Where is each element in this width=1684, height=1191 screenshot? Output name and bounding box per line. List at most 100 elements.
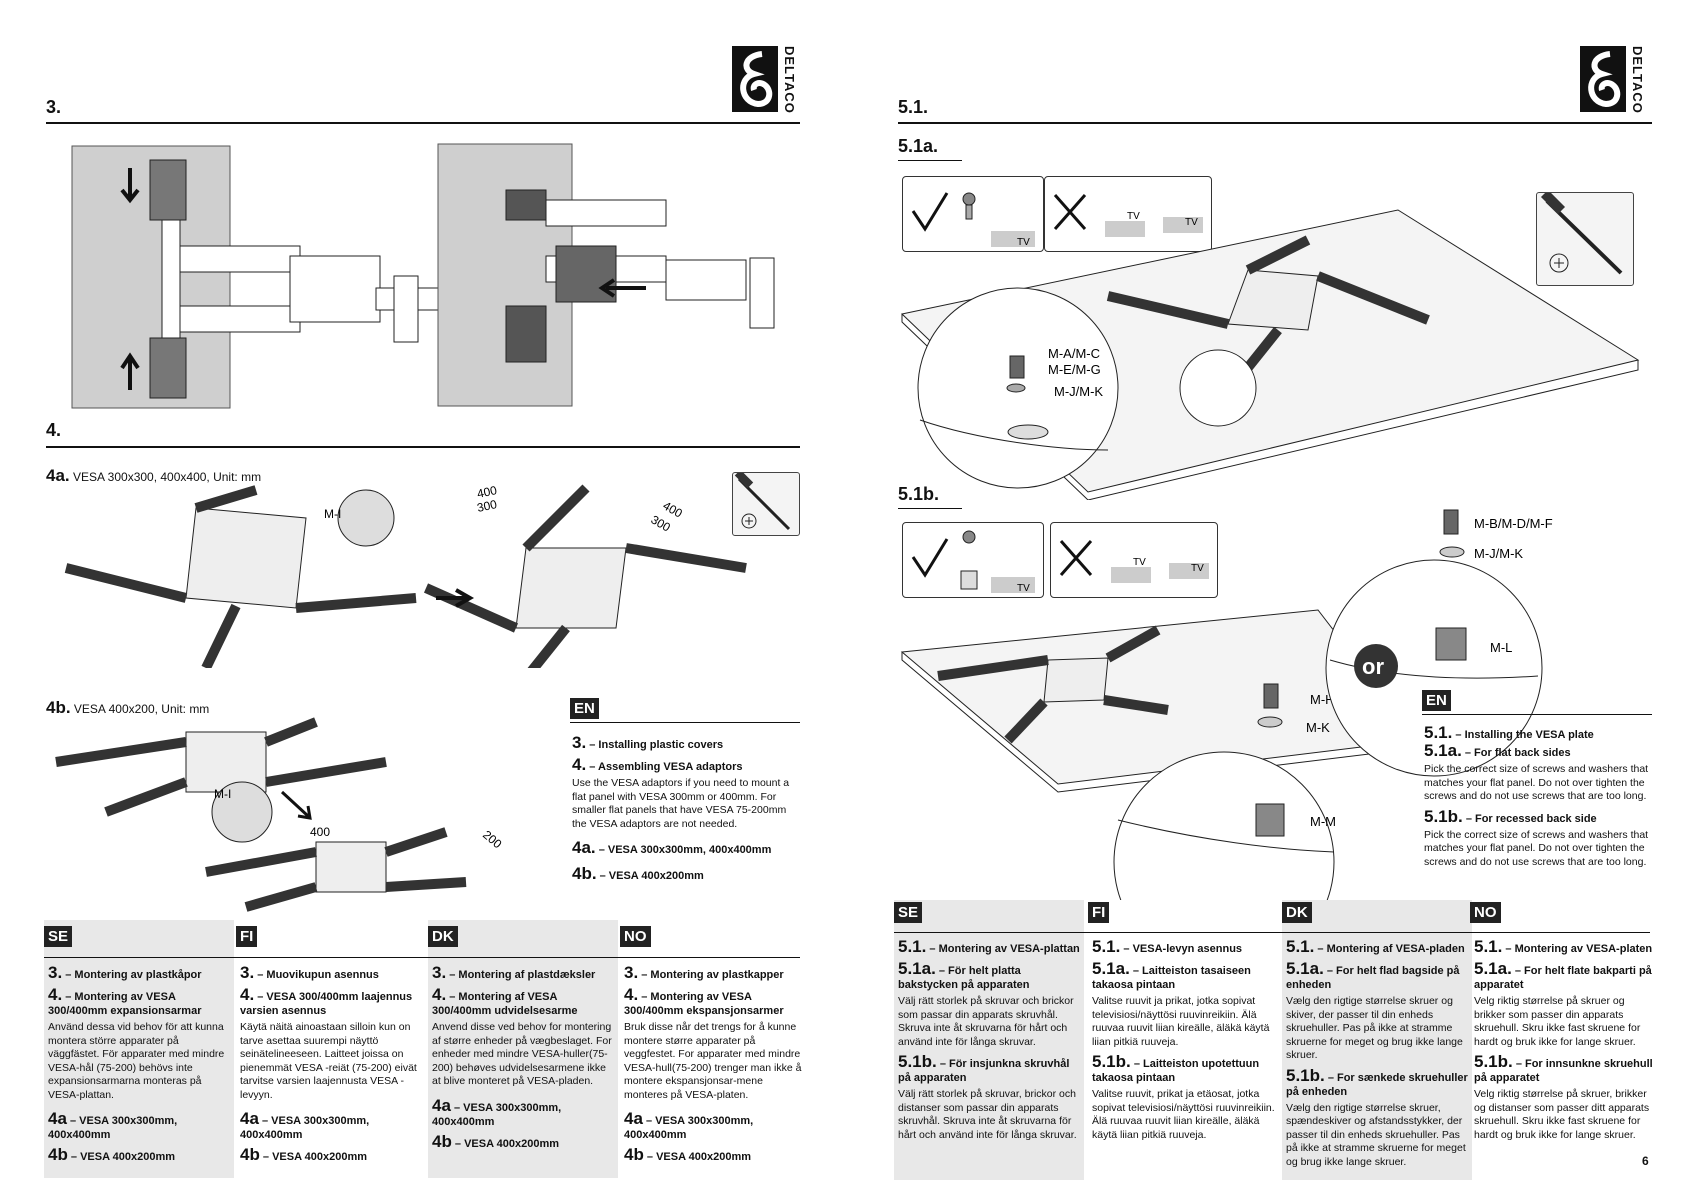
se-item-5-1a-body: Välj rätt storlek på skruvar och brickor… xyxy=(898,995,1074,1048)
dk-item-4b-num: 4b xyxy=(432,1131,452,1151)
or-label: or xyxy=(1362,654,1384,679)
en-item-4-title: – Assembling VESA adaptors xyxy=(589,761,743,773)
zoom-circle-m-h xyxy=(1113,751,1335,900)
screw-label-ma-mc: M-A/M-C xyxy=(1048,346,1100,361)
fi-item-4-body: Käytä näitä ainoastaan silloin kun on ta… xyxy=(240,1021,417,1101)
lang-column-se-right: SE 5.1. – Montering av VESA-plattan 5.1a… xyxy=(894,902,1084,1141)
figure-4a-caption: 4a. VESA 300x300, 400x400, Unit: mm xyxy=(46,466,261,486)
fi-item-5-1a-body: Valitse ruuvit ja prikat, jotka sopivat … xyxy=(1092,995,1270,1048)
section-5-1-rule xyxy=(898,122,1652,124)
lang-columns-rule-right xyxy=(894,932,1650,933)
screwdriver-icon xyxy=(732,469,800,536)
no-item-5-1b-title: – For innsunkne skruehull på apparatet xyxy=(1474,1058,1653,1084)
fi-tag-right: FI xyxy=(1088,902,1110,923)
no-text-left: 3. – Montering av plastkapper 4. – Monte… xyxy=(624,960,808,1164)
fi-item-5-1b-title: – Laitteiston upotettuun takaosa pintaan xyxy=(1092,1058,1260,1084)
dk-item-5-1-title: – Montering af VESA-pladen xyxy=(1317,943,1465,955)
page-number: 6 xyxy=(1642,1154,1649,1168)
washer-label-mj-mk: M-J/M-K xyxy=(1054,384,1103,399)
section-5-1a-rule xyxy=(898,160,962,161)
en-item-5-1-title: – Installing the VESA plate xyxy=(1455,729,1594,741)
se-item-4-title: – Montering av VESA 300/400mm expansions… xyxy=(48,991,202,1017)
en-item-5-1-num: 5.1. xyxy=(1424,723,1453,742)
fi-item-5-1a-title: – Laitteiston tasaiseen takaosa pintaan xyxy=(1092,965,1251,991)
fi-item-4b-num: 4b xyxy=(240,1145,260,1164)
lang-column-no-right: NO 5.1. – Montering av VESA-platen 5.1a.… xyxy=(1470,902,1660,1141)
no-item-5-1-title: – Montering av VESA-platen xyxy=(1505,943,1653,955)
se-item-3-num: 3. xyxy=(48,963,63,982)
fi-item-5-1-num: 5.1. xyxy=(1092,937,1121,956)
en-item-4b-num: 4b. xyxy=(572,864,597,883)
se-tag-right: SE xyxy=(894,902,923,923)
wrong-screw-example-b: TV TV xyxy=(1050,522,1218,598)
brand-logo-icon xyxy=(732,46,778,112)
en-rule xyxy=(570,722,800,723)
screw-label-mh: M-H xyxy=(1310,692,1335,707)
dk-item-5-1a-title: – For helt flad bagside på enheden xyxy=(1286,965,1460,991)
fi-item-4a-title: – VESA 300x300mm, 400x400mm xyxy=(240,1115,370,1141)
washer-label-mk: M-K xyxy=(1306,720,1330,735)
dk-column-shade-left xyxy=(428,920,618,1178)
no-item-5-1a-title: – For helt flate bakparti på apparatet xyxy=(1474,965,1652,991)
figure-4b-text: VESA 400x200, Unit: mm xyxy=(73,702,210,716)
fi-item-4-title: – VESA 300/400mm laajennus varsien asenn… xyxy=(240,991,413,1017)
lang-column-fi-left: FI 3. – Muovikupun asennus 4. – VESA 300… xyxy=(236,926,426,1163)
tv-label: TV xyxy=(1017,583,1030,594)
cross-icon xyxy=(1053,194,1087,230)
no-item-5-1b-num: 5.1b. xyxy=(1474,1052,1513,1071)
no-item-4-title: – Montering av VESA 300/400mm ekspansjon… xyxy=(624,991,784,1017)
dk-tag: DK xyxy=(428,926,458,947)
no-item-4b-num: 4b xyxy=(624,1145,644,1164)
section-5-1b-heading: 5.1b. xyxy=(898,484,940,504)
dk-item-5-1a-body: Vælg den rigtige størrelse skruer og ski… xyxy=(1286,995,1463,1061)
figure-3-illustration xyxy=(71,143,775,409)
en-item-4-num: 4. xyxy=(572,755,587,774)
lang-column-dk-left: DK 3. – Montering af plastdæksler 4. – M… xyxy=(428,926,618,1150)
lang-column-no-left: NO 3. – Montering av plastkapper 4. – Mo… xyxy=(620,926,810,1163)
washer-label-mj-mk-b: M-J/M-K xyxy=(1474,546,1523,561)
zoom-circle-m-b xyxy=(1325,559,1543,777)
dk-item-5-1-num: 5.1. xyxy=(1286,937,1315,956)
section-3-heading: 3. xyxy=(46,97,62,117)
no-item-4-num: 4. xyxy=(624,985,639,1004)
se-item-4a-title: – VESA 300x300mm, 400x400mm xyxy=(48,1115,178,1141)
en-rule-right xyxy=(1422,714,1652,715)
se-item-5-1b-body: Välj rätt storlek på skruvar, brickor oc… xyxy=(898,1088,1077,1141)
no-item-3-num: 3. xyxy=(624,963,639,982)
section-5-1-heading: 5.1. xyxy=(898,97,929,117)
no-item-3-title: – Montering av plastkapper xyxy=(641,969,784,981)
fi-item-3-title: – Muovikupun asennus xyxy=(257,969,379,981)
no-item-4b-title: – VESA 400x200mm xyxy=(646,1151,752,1163)
brand-logo-icon-right xyxy=(1580,46,1626,112)
en-tag-right: EN xyxy=(1422,690,1451,711)
en-text: 3. – Installing plastic covers 4. – Asse… xyxy=(572,730,800,883)
tv-label: TV xyxy=(1185,217,1198,228)
fi-item-4b-title: – VESA 400x200mm xyxy=(262,1151,368,1163)
correct-screw-example-b: TV xyxy=(902,522,1044,598)
en-tag: EN xyxy=(570,698,599,719)
en-item-4-body: Use the VESA adaptors if you need to mou… xyxy=(572,777,790,830)
se-item-5-1b-title: – För insjunkna skruvhål på apparaten xyxy=(898,1058,1070,1084)
en-item-5-1a-num: 5.1a. xyxy=(1424,741,1462,760)
correct-screw-example-a: TV xyxy=(902,176,1044,252)
en-item-5-1a-title: – For flat back sides xyxy=(1464,747,1571,759)
section-4-rule xyxy=(46,446,800,448)
section-5-1a-heading: 5.1a. xyxy=(898,136,939,156)
dk-item-4a-num: 4a xyxy=(432,1095,451,1115)
screwdriver-icon-right xyxy=(1536,189,1634,286)
checkmark-icon xyxy=(911,538,949,578)
figure-4a-dim-2: 300 xyxy=(476,497,499,515)
no-item-4a-num: 4a xyxy=(624,1109,643,1128)
se-item-4b-title: – VESA 400x200mm xyxy=(70,1151,176,1163)
section-4-heading: 4. xyxy=(46,420,62,440)
dk-item-4a-title: – VESA 300x300mm, 400x400mm xyxy=(432,1101,562,1128)
no-item-5-1a-num: 5.1a. xyxy=(1474,959,1512,978)
dk-item-5-1b-num: 5.1b. xyxy=(1286,1065,1325,1085)
se-item-4-num: 4. xyxy=(48,985,63,1004)
fi-text-right: 5.1. – VESA-levyn asennus 5.1a. – Laitte… xyxy=(1092,934,1276,1146)
dk-item-4-title: – Montering af VESA 300/400mm udvidelses… xyxy=(432,991,578,1017)
se-item-3-title: – Montering av plastkåpor xyxy=(65,969,202,981)
fi-item-5-1a-num: 5.1a. xyxy=(1092,959,1130,978)
fi-item-4a-num: 4a xyxy=(240,1109,259,1128)
no-item-5-1b-body: Velg riktig størrelse på skruer, brikker… xyxy=(1474,1088,1650,1141)
